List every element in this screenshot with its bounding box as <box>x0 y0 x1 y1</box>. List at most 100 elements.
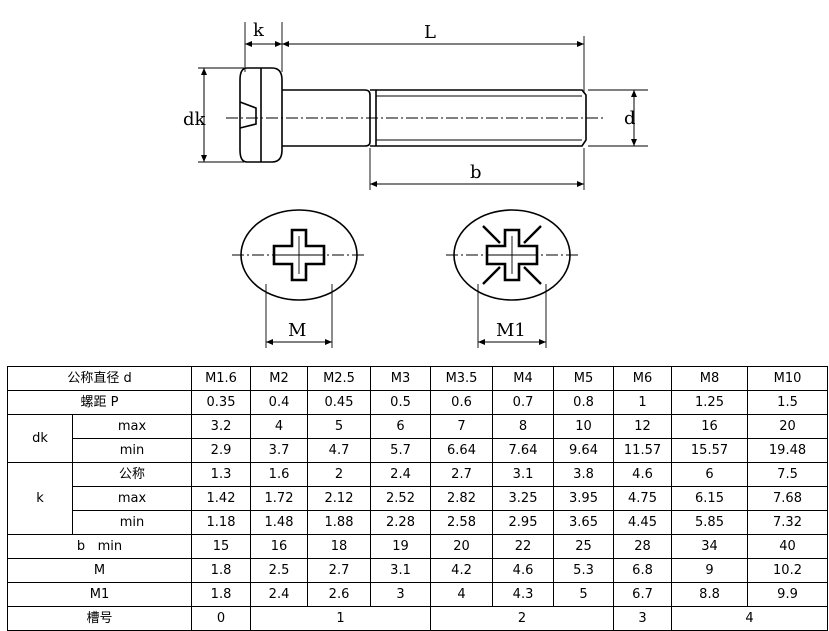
slot-cell: 0 <box>191 606 252 631</box>
b-cell: 28 <box>613 534 673 559</box>
k-nominal-cell: 1.3 <box>191 462 252 487</box>
k-min-cell: 1.48 <box>250 510 309 535</box>
k-min-cell: 2.58 <box>430 510 494 535</box>
m1-cell: 4.3 <box>492 582 555 607</box>
k-min-cell: 2.28 <box>370 510 432 535</box>
row-k-min: min 1.18 1.48 1.88 2.28 2.58 2.95 3.65 4… <box>8 510 829 535</box>
dk-min-cell: 9.64 <box>553 438 615 463</box>
k-max-cell: 3.25 <box>492 486 555 511</box>
dk-min-cell: 5.7 <box>370 438 432 463</box>
m-cell: 4.6 <box>492 558 555 583</box>
k-max-cell: 4.75 <box>613 486 673 511</box>
pitch-cell: 0.6 <box>430 390 494 415</box>
m-cell: 3.1 <box>370 558 432 583</box>
k-group-label: k <box>7 462 73 535</box>
row-k-max: max 1.42 1.72 2.12 2.52 2.82 3.25 3.95 4… <box>8 486 829 511</box>
k-label: k <box>253 20 265 41</box>
k-min-cell: 5.85 <box>671 510 749 535</box>
b-cell: 15 <box>191 534 252 559</box>
dk-max-cell: 6 <box>370 414 432 439</box>
dk-max-cell: 5 <box>307 414 372 439</box>
b-cell: 34 <box>671 534 749 559</box>
k-max-cell: 2.52 <box>370 486 432 511</box>
row-dk-min: min 2.9 3.7 4.7 5.7 6.64 7.64 9.64 11.57… <box>8 438 829 463</box>
k-min-cell: 3.65 <box>553 510 615 535</box>
dk-group-label: dk <box>7 414 73 463</box>
size-cell: M2.5 <box>307 366 372 391</box>
row-m1: M1 1.8 2.4 2.6 3 4 4.3 5 6.7 8.8 9.9 <box>6 582 829 607</box>
size-cell: M4 <box>492 366 555 391</box>
m1-cell: 2.4 <box>250 582 309 607</box>
k-nominal-cell: 3.1 <box>492 462 555 487</box>
dk-min-label: min <box>71 438 193 463</box>
k-nominal-label: 公称 <box>71 462 193 487</box>
dk-min-cell: 6.64 <box>430 438 494 463</box>
screw-slot <box>239 101 257 129</box>
pitch-cell: 0.45 <box>307 390 372 415</box>
slot-cell: 1 <box>250 606 432 631</box>
k-nominal-cell: 2.4 <box>370 462 432 487</box>
k-max-cell: 2.82 <box>430 486 494 511</box>
pitch-cell: 0.7 <box>492 390 555 415</box>
k-nominal-cell: 3.8 <box>553 462 615 487</box>
dk-min-cell: 19.48 <box>747 438 829 463</box>
dk-max-cell: 16 <box>671 414 749 439</box>
dk-max-cell: 10 <box>553 414 615 439</box>
row-b-min: b min 15 16 18 19 20 22 25 28 34 40 <box>6 534 829 559</box>
row-pitch: 螺距 P 0.35 0.4 0.45 0.5 0.6 0.7 0.8 1 1.2… <box>6 390 829 415</box>
pitch-cell: 1.25 <box>671 390 749 415</box>
pitch-cell: 0.4 <box>250 390 309 415</box>
k-min-cell: 1.88 <box>307 510 372 535</box>
m1-label: M1 <box>6 582 193 607</box>
m-label: M <box>6 558 193 583</box>
k-min-cell: 1.18 <box>191 510 252 535</box>
dk-min-cell: 15.57 <box>671 438 749 463</box>
dk-min-cell: 11.57 <box>613 438 673 463</box>
b-cell: 16 <box>250 534 309 559</box>
L-label: L <box>424 22 436 43</box>
m1-cell: 9.9 <box>747 582 829 607</box>
slot-cell: 4 <box>671 606 829 631</box>
screw-drawing: k L dk d b M M1 <box>183 20 648 348</box>
pozidriv-recess-head-view <box>446 209 580 348</box>
pitch-cell: 1.5 <box>747 390 829 415</box>
pitch-cell: 1 <box>613 390 673 415</box>
size-cell: M1.6 <box>191 366 252 391</box>
row-k-nominal: k 公称 1.3 1.6 2 2.4 2.7 3.1 3.8 4.6 6 7.5 <box>7 462 829 535</box>
b-cell: 25 <box>553 534 615 559</box>
m-cell: 1.8 <box>191 558 252 583</box>
m-cell: 5.3 <box>553 558 615 583</box>
m-cell: 10.2 <box>747 558 829 583</box>
diameter-label: 公称直径 d <box>6 366 193 391</box>
size-cell: M8 <box>671 366 749 391</box>
b-cell: 20 <box>430 534 494 559</box>
b-label: b <box>470 162 482 183</box>
k-max-cell: 2.12 <box>307 486 372 511</box>
size-cell: M3.5 <box>430 366 494 391</box>
b-min-label: b min <box>6 534 193 559</box>
dk-max-cell: 7 <box>430 414 494 439</box>
k-max-label: max <box>71 486 193 511</box>
k-min-cell: 2.95 <box>492 510 555 535</box>
k-min-label: min <box>71 510 193 535</box>
slot-label: 槽号 <box>6 606 193 631</box>
size-cell: M3 <box>370 366 432 391</box>
M-label: M <box>288 320 306 341</box>
dk-max-cell: 8 <box>492 414 555 439</box>
m1-cell: 5 <box>553 582 615 607</box>
k-nominal-cell: 1.6 <box>250 462 309 487</box>
k-nominal-cell: 7.5 <box>747 462 829 487</box>
dk-max-cell: 4 <box>250 414 309 439</box>
k-nominal-cell: 2 <box>307 462 372 487</box>
k-max-cell: 3.95 <box>553 486 615 511</box>
dk-min-cell: 2.9 <box>191 438 252 463</box>
slot-cell: 3 <box>613 606 673 631</box>
row-slot: 槽号 0 1 2 3 4 <box>6 606 829 631</box>
m-cell: 4.2 <box>430 558 494 583</box>
dk-max-label: max <box>71 414 193 439</box>
dk-label: dk <box>183 109 207 130</box>
slot-cell: 2 <box>430 606 615 631</box>
screw-head-outline <box>239 67 283 163</box>
size-cell: M2 <box>250 366 309 391</box>
size-cell: M6 <box>613 366 673 391</box>
